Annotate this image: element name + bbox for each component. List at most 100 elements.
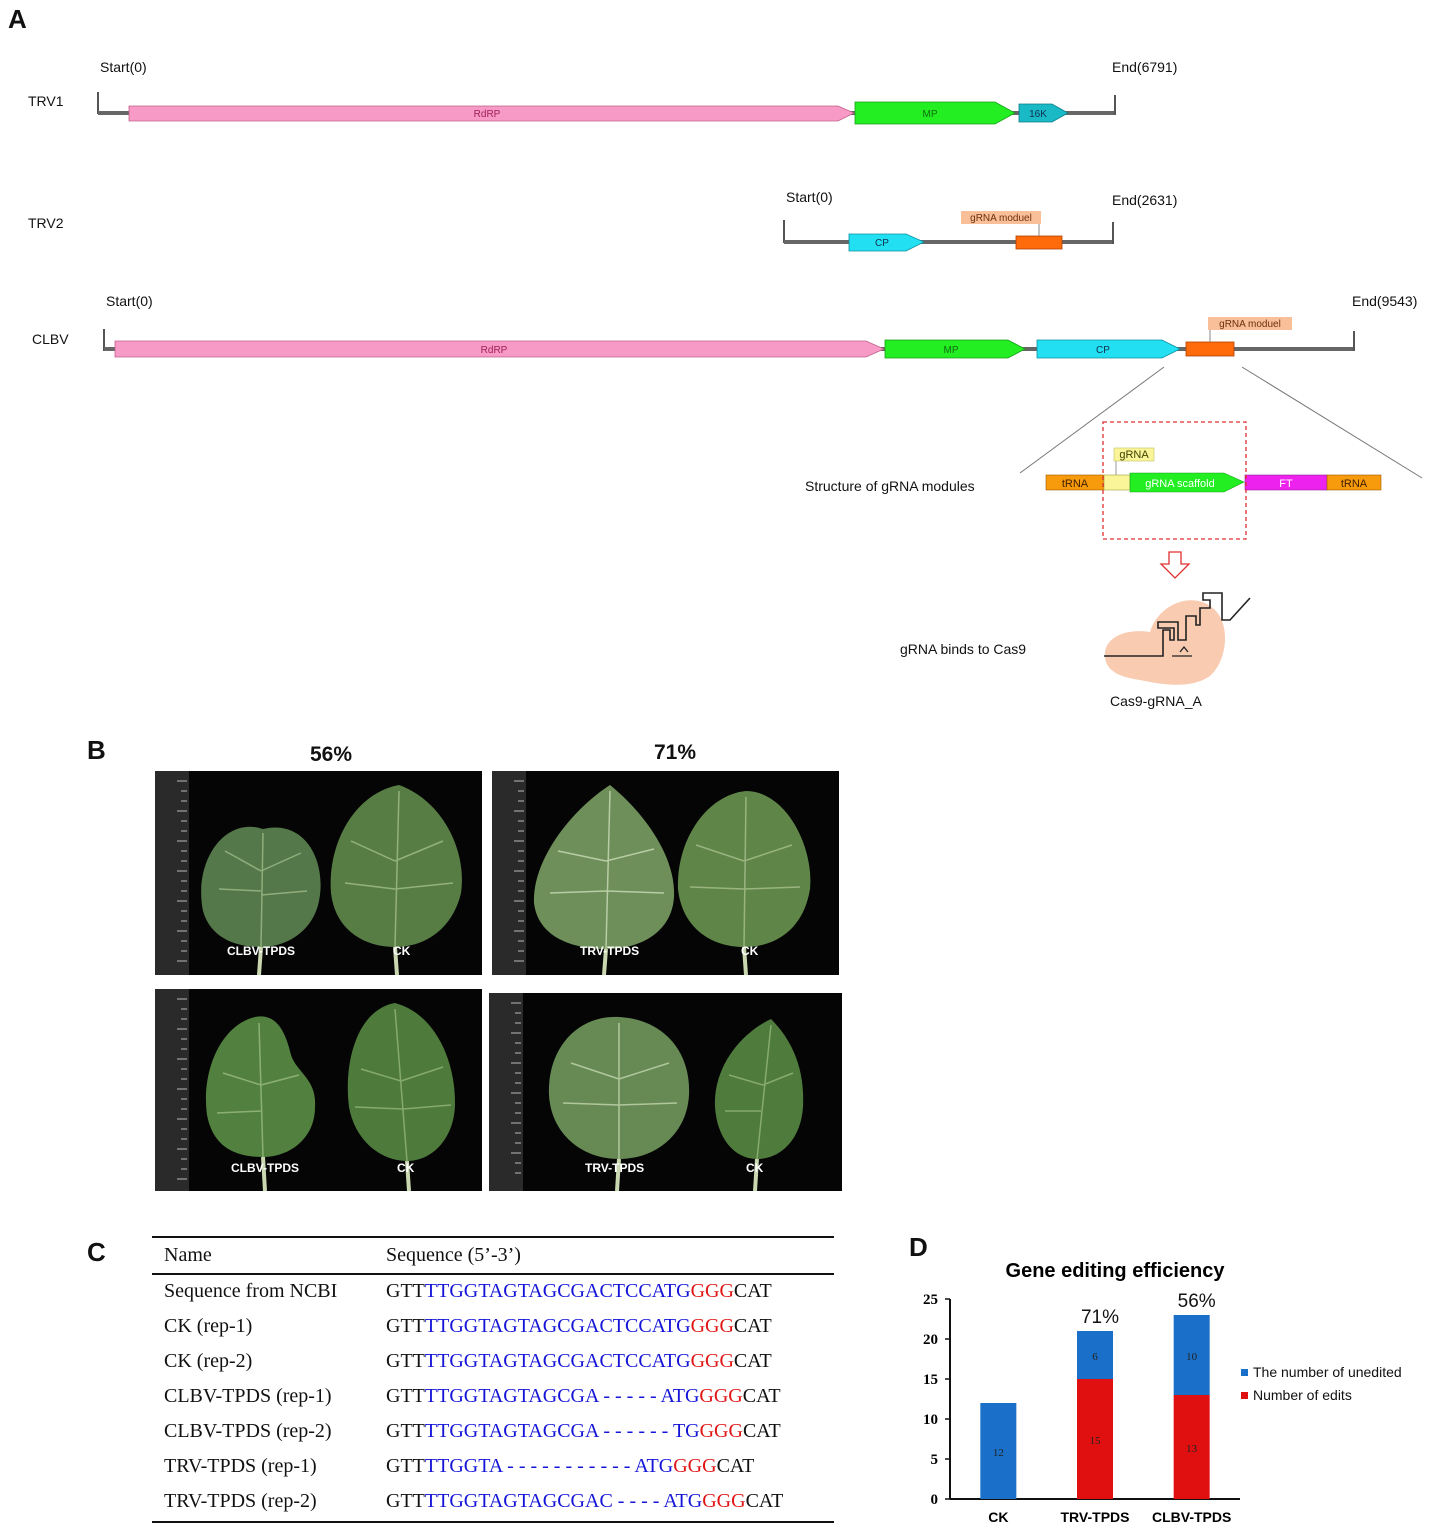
sequence-segment-black: GTT bbox=[386, 1385, 425, 1407]
y-tick-label: 10 bbox=[923, 1412, 938, 1428]
sequence-segment-black: CAT bbox=[745, 1490, 784, 1512]
trv1-mp-label: MP bbox=[923, 109, 938, 120]
trv2-label: TRV2 bbox=[28, 215, 64, 231]
trv2-grna-module-box bbox=[1015, 235, 1063, 250]
clbv-cp-arrow bbox=[1036, 339, 1181, 359]
panel-letter-a: A bbox=[8, 4, 27, 34]
y-tick-label: 0 bbox=[931, 1492, 939, 1508]
sequence-segment-red: GGG bbox=[673, 1455, 717, 1477]
clbv-efficiency-pct: 56% bbox=[310, 743, 353, 766]
row-name: Sequence from NCBI bbox=[164, 1280, 338, 1302]
grna-module-structure: tRNA gRNA scaffold FT tRNA gRNA bbox=[1045, 421, 1382, 579]
legend-item-unedited: The number of unedited bbox=[1241, 1364, 1411, 1381]
sequence-table: Name Sequence (5’-3’) Sequence from NCBI… bbox=[152, 1236, 834, 1526]
genome-diagram: RdRP MP 16K CP gRNA moduel RdRP MP CP gR… bbox=[97, 92, 1423, 685]
trv1-start-label: Start(0) bbox=[100, 59, 147, 75]
bar-unedited bbox=[1077, 1331, 1113, 1379]
clbv-grna-module-label: gRNA moduel bbox=[1219, 319, 1281, 330]
module-trna-1-label: tRNA bbox=[1062, 478, 1089, 490]
row-sequence: GTTTTGGTAGTAGCGA - - - - - - TGGGGCAT bbox=[386, 1420, 781, 1443]
sequence-segment-red: GGG bbox=[702, 1490, 746, 1512]
trv2-end-label: End(2631) bbox=[1112, 192, 1178, 208]
sequence-segment-black: GTT bbox=[386, 1315, 425, 1337]
bar-unedited bbox=[980, 1403, 1017, 1499]
trv1-rdrp-label: RdRP bbox=[474, 109, 501, 120]
table-row: CLBV-TPDS (rep-2)GTTTTGGTAGTAGCGA - - - … bbox=[152, 1420, 842, 1454]
table-bottom-rule bbox=[152, 1521, 834, 1523]
bar-value-label: 12 bbox=[993, 1447, 1004, 1459]
bar-value-label: 15 bbox=[1090, 1435, 1102, 1447]
trv1-16k-arrow bbox=[1018, 103, 1069, 123]
table-row: TRV-TPDS (rep-2) GTTTTGGTAGTAGCGAC - - - … bbox=[152, 1490, 842, 1524]
row-name: TRV-TPDS (rep-1) bbox=[164, 1455, 317, 1477]
sequence-segment-red: GGG bbox=[690, 1280, 734, 1302]
sequence-segment-black: CAT bbox=[742, 1385, 781, 1407]
trv2-cp-label: CP bbox=[875, 238, 889, 249]
sequence-segment-blue: TTGGTAGTAGCGACTCCATG bbox=[424, 1350, 691, 1372]
trv1-16k-label: 16K bbox=[1029, 109, 1047, 120]
dashed-highlight-box bbox=[1102, 421, 1247, 540]
leaf-photo-trv-2: TRV-TPDS CK bbox=[489, 993, 842, 1191]
sequence-segment-blue: TTGGTAGTAGCGA - - - - - - TG bbox=[424, 1420, 700, 1442]
sequence-segment-black: GTT bbox=[386, 1280, 425, 1302]
module-trna-2-label: tRNA bbox=[1341, 478, 1368, 490]
module-grna-seg bbox=[1103, 474, 1131, 491]
clbv-grna-module-box bbox=[1185, 341, 1235, 357]
clbv-rdrp-label: RdRP bbox=[481, 345, 508, 356]
bar-edits bbox=[1077, 1379, 1113, 1499]
clbv-mp-label: MP bbox=[944, 345, 959, 356]
row-name: CK (rep-2) bbox=[164, 1350, 253, 1372]
table-row: CLBV-TPDS (rep-1)GTTTTGGTAGTAGCGA - - - … bbox=[152, 1385, 842, 1419]
sequence-segment-black: CAT bbox=[733, 1280, 772, 1302]
leaf-photo-trv-1: TRV-TPDS CK bbox=[492, 771, 839, 975]
sequence-segment-red: GGG bbox=[690, 1315, 734, 1337]
table-top-rule bbox=[152, 1236, 834, 1238]
trv-efficiency-pct: 71% bbox=[654, 741, 697, 764]
row-name: TRV-TPDS (rep-2) bbox=[164, 1490, 317, 1512]
legend-swatch-unedited bbox=[1241, 1369, 1248, 1376]
sequence-segment-black: CAT bbox=[733, 1350, 772, 1372]
sequence-segment-blue: TTGGTAGTAGCGACTCCATG bbox=[424, 1280, 691, 1302]
panel-letter-c: C bbox=[87, 1237, 106, 1267]
trv1-genome: RdRP MP 16K bbox=[97, 92, 1116, 125]
gene-editing-chart: Gene editing efficiency 0510152025012CK1… bbox=[923, 1260, 1240, 1525]
chart-title: Gene editing efficiency bbox=[1006, 1260, 1226, 1282]
module-ft-label: FT bbox=[1279, 478, 1293, 490]
chart-legend: The number of unedited Number of edits bbox=[1241, 1364, 1411, 1404]
down-arrow-icon bbox=[1159, 551, 1191, 579]
sequence-segment-black: CAT bbox=[716, 1455, 755, 1477]
module-scaffold-label: gRNA scaffold bbox=[1145, 478, 1215, 490]
bar-percent-annotation: 71% bbox=[1081, 1307, 1119, 1328]
sequence-segment-blue: TTGGTA - - - - - - - - - - - ATG bbox=[424, 1455, 674, 1477]
photo-label-left: TRV-TPDS bbox=[585, 1161, 645, 1175]
cas9-grna-label: Cas9-gRNA_A bbox=[1110, 693, 1202, 709]
table-row: Sequence from NCBI GTTTTGGTAGTAGCGACTCCAT… bbox=[152, 1280, 842, 1314]
bar-percent-annotation: 56% bbox=[1178, 1291, 1216, 1312]
trv2-grna-module-label: gRNA moduel bbox=[970, 213, 1032, 224]
x-tick-label: CLBV-TPDS bbox=[1152, 1509, 1231, 1525]
row-sequence: GTTTTGGTAGTAGCGACTCCATGGGGCAT bbox=[386, 1315, 772, 1338]
x-tick-label: TRV-TPDS bbox=[1061, 1509, 1130, 1525]
cas9-grna-complex bbox=[1104, 592, 1251, 685]
photo-label-left: CLBV-TPDS bbox=[231, 1161, 300, 1175]
trv1-end-label: End(6791) bbox=[1112, 59, 1178, 75]
sequence-segment-blue: TTGGTAGTAGCGAC - - - - ATG bbox=[424, 1490, 703, 1512]
y-tick-label: 15 bbox=[923, 1372, 938, 1388]
trv1-label: TRV1 bbox=[28, 93, 64, 109]
photo-label-left: CLBV-TPDS bbox=[227, 944, 296, 958]
row-sequence: GTTTTGGTAGTAGCGAC - - - - ATGGGGCAT bbox=[386, 1490, 783, 1513]
sequence-segment-red: GGG bbox=[699, 1420, 743, 1442]
sequence-segment-black: CAT bbox=[733, 1315, 772, 1337]
bar-value-label: 6 bbox=[1092, 1351, 1098, 1363]
table-row: CK (rep-2) GTTTTGGTAGTAGCGACTCCATGGGGCAT bbox=[152, 1350, 842, 1384]
cas9-blob bbox=[1104, 600, 1226, 685]
row-sequence: GTTTTGGTAGTAGCGACTCCATGGGGCAT bbox=[386, 1350, 772, 1373]
grna-structure-label: Structure of gRNA modules bbox=[805, 478, 975, 494]
sequence-segment-blue: TTGGTAGTAGCGA - - - - - ATG bbox=[424, 1385, 700, 1407]
leaf-photo-clbv-2: CLBV-TPDS CK bbox=[155, 989, 482, 1191]
bar-edits bbox=[1173, 1395, 1210, 1499]
bar-value-label: 13 bbox=[1186, 1443, 1198, 1455]
trv1-rdrp-arrow bbox=[128, 105, 855, 122]
module-scaffold-arrow bbox=[1129, 472, 1245, 493]
clbv-cp-label: CP bbox=[1096, 345, 1110, 356]
